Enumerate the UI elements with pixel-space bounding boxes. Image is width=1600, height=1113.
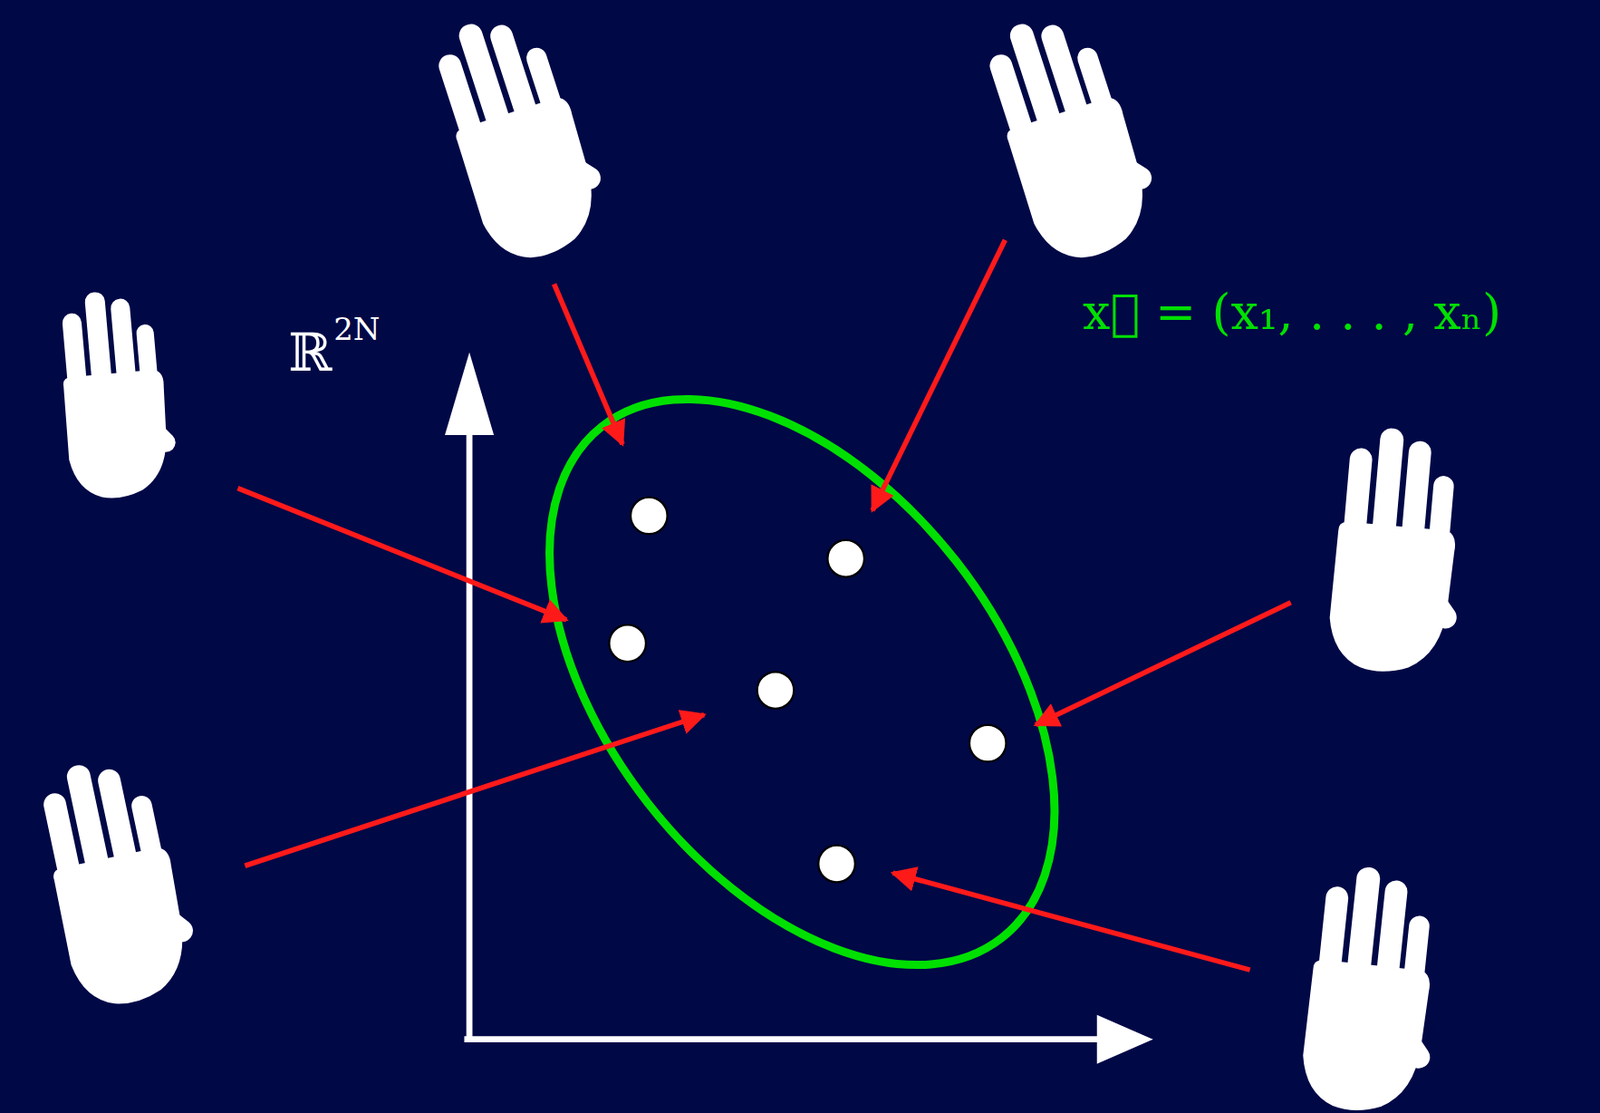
axes <box>444 352 1154 1064</box>
data-points <box>608 497 1006 883</box>
hand-shapes <box>30 0 1477 1113</box>
vector-formula: x⃗ = (x₁, . . . , xₙ) <box>1082 288 1502 338</box>
space-symbol: ℝ <box>288 326 332 379</box>
mapping-arrows <box>237 240 1291 970</box>
distribution-ellipse <box>447 305 1157 1059</box>
space-exponent: 2N <box>333 313 380 345</box>
